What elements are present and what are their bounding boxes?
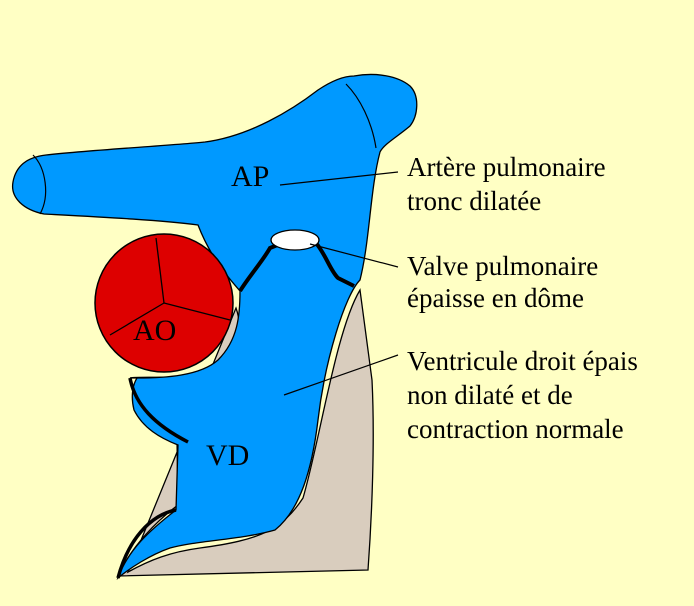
annotation-artery-line1: Artère pulmonaire [407, 152, 606, 182]
pulmonary-artery-ventricle [12, 73, 418, 581]
annotation-valve-line1: Valve pulmonaire [407, 251, 598, 281]
pulmonary-valve [270, 229, 320, 251]
artery-cut-left [32, 154, 47, 215]
leader-artery [279, 171, 399, 186]
valve-leaflet-left [238, 240, 286, 293]
aorta-circle [94, 233, 234, 373]
artery-cut-right [345, 83, 377, 149]
label-ap: AP [231, 160, 269, 193]
ventricle-edge-lower [116, 508, 177, 579]
annotation-ventricle-line1: Ventricule droit épais [407, 346, 638, 376]
annotation-ventricle-line2: non dilaté et de [407, 380, 573, 410]
leader-valve [309, 243, 399, 268]
annotation-artery-line2: tronc dilatée [407, 186, 541, 216]
annotation-ventricle-line3: contraction normale [407, 414, 624, 444]
ventricle-edge-upper [128, 377, 189, 444]
leader-ventricle [283, 354, 399, 396]
label-vd: VD [206, 439, 249, 472]
annotation-valve-line2: épaisse en dôme [407, 283, 584, 313]
label-ao: AO [133, 314, 176, 347]
